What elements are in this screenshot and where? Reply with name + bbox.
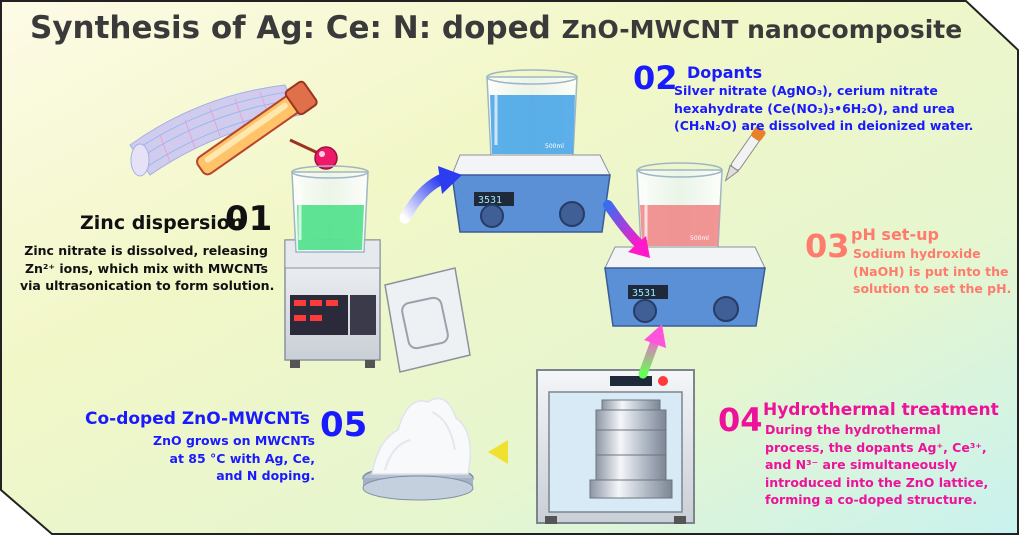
step-04-line: During the hydrothermal (765, 422, 941, 437)
step-01-heading: Zinc dispersion (80, 212, 244, 234)
step-05-description: ZnO grows on MWCNTs at 85 °C with Ag, Ce… (140, 432, 315, 485)
step-03-line: solution to set the pH. (853, 281, 1012, 296)
beaker-2-label: 500ml (545, 143, 564, 150)
step-05-line: ZnO grows on MWCNTs (153, 433, 315, 448)
step-02-heading: Dopants (687, 63, 763, 82)
step-03-number: 03 (805, 227, 850, 265)
title-tail: ZnO-MWCNT nanocomposite (561, 15, 963, 44)
step-03-line: Sodium hydroxide (853, 246, 981, 261)
stirrer-1-display: 3531 (478, 195, 502, 206)
step-05-number: 05 (320, 405, 368, 445)
step-01-line: Zn²⁺ ions, which mix with MWCNTs (24, 260, 268, 276)
step-01-description: Zinc nitrate is dissolved, releasing Zn²… (20, 242, 275, 295)
step-04-heading: Hydrothermal treatment (763, 400, 999, 420)
page-title: Synthesis of Ag: Ce: N: doped ZnO-MWCNT … (30, 10, 962, 46)
step-03-heading: pH set-up (851, 225, 939, 244)
step-01-line: Zinc nitrate is dissolved, releasing (24, 243, 268, 258)
step-02-description: Silver nitrate (AgNO₃), cerium nitrate h… (674, 82, 973, 135)
step-05-line: and N doping. (216, 468, 315, 483)
step-04-description: During the hydrothermal process, the dop… (765, 421, 988, 509)
step-02-line: (CH₄N₂O) are dissolved in deionized wate… (674, 118, 974, 133)
step-04-line: forming a co-doped structure. (765, 492, 978, 507)
step-03-line: (NaOH) is put into the (853, 263, 1009, 279)
step-02-line: Silver nitrate (AgNO₃), cerium nitrate (674, 83, 938, 98)
step-01-line: via ultrasonication to form solution. (20, 278, 275, 293)
title-main: Synthesis of Ag: Ce: N: doped (30, 10, 562, 46)
step-04-line: process, the dopants Ag⁺, Ce³⁺, (765, 439, 987, 455)
step-02-number: 02 (633, 59, 678, 97)
step-04-line: introduced into the ZnO lattice, (765, 474, 989, 490)
beaker-3-label: 500ml (690, 235, 709, 242)
step-01-number: 01 (225, 199, 273, 239)
step-04-line: and N³⁻ are simultaneously (765, 457, 958, 472)
step-02-line: hexahydrate (Ce(NO₃)₃•6H₂O), and urea (674, 100, 955, 116)
step-04-number: 04 (718, 401, 763, 439)
step-05-line: at 85 °C with Ag, Ce, (169, 450, 315, 466)
step-05-heading: Co-doped ZnO-MWCNTs (85, 409, 310, 429)
stirrer-2-display: 3531 (632, 288, 656, 299)
step-03-description: Sodium hydroxide (NaOH) is put into the … (853, 245, 1011, 298)
